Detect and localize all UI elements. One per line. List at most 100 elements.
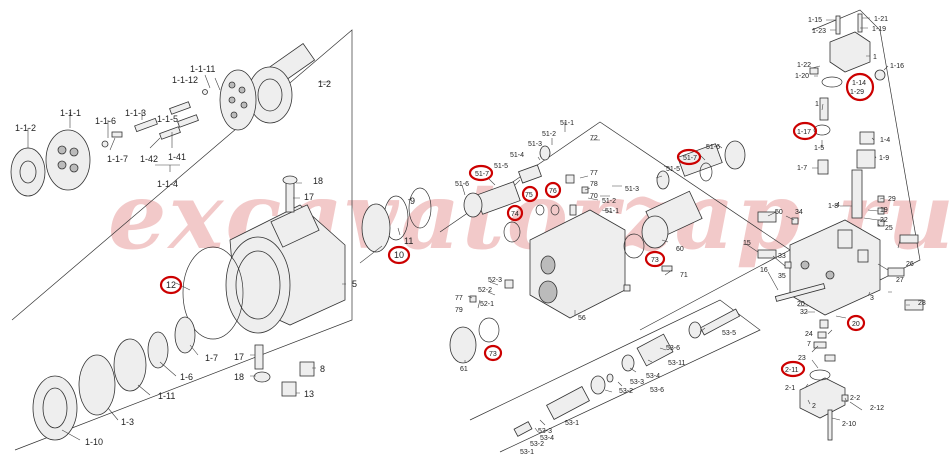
part-ring-10 — [361, 203, 391, 253]
part-oring-73b — [478, 317, 500, 343]
label-1-16: 1-16 — [890, 63, 904, 70]
label-51-4: 51-4 — [510, 152, 524, 159]
part-housing — [225, 204, 346, 334]
label-77-lower: 77 — [455, 295, 463, 302]
label-23: 23 — [798, 355, 806, 362]
label-51-3: 51-3 — [528, 141, 542, 148]
valve-group — [439, 121, 791, 453]
label-2-2: 2-2 — [850, 395, 860, 402]
label-12: 12 — [166, 280, 176, 290]
label-73-lower: 73 — [489, 351, 497, 358]
label-1-7-right: 1-7 — [797, 165, 807, 172]
lower-frame — [469, 299, 761, 453]
label-51-6-left: 51-6 — [455, 181, 469, 188]
label-1-1-5: 1-1-5 — [157, 114, 178, 124]
label-51-3-right: 51-3 — [625, 186, 639, 193]
label-50: 50 — [775, 209, 783, 216]
label-53-2-lower: 53-2 — [530, 441, 544, 448]
label-71: 71 — [680, 272, 688, 279]
part-washer — [101, 140, 109, 148]
highlight-51-7-left — [468, 164, 494, 182]
label-8: 8 — [320, 364, 325, 374]
part-spring — [111, 131, 123, 138]
part-spring-1-7 — [817, 159, 829, 175]
part-regulator-top — [809, 13, 886, 88]
part-shaft — [247, 43, 316, 124]
label-1-1-6: 1-1-6 — [95, 116, 116, 126]
label-51-7-left: 51-7 — [475, 171, 489, 178]
label-9: 9 — [410, 196, 415, 206]
label-1-9: 1-9 — [879, 155, 889, 162]
label-56: 56 — [578, 315, 586, 322]
label-1-22: 1-22 — [797, 62, 811, 69]
label-3: 3 — [870, 295, 874, 302]
label-1-3: 1-3 — [121, 417, 134, 427]
label-34: 34 — [795, 209, 803, 216]
label-53-6: 53-6 — [666, 345, 680, 352]
label-53-2: 53-2 — [619, 388, 633, 395]
label-10: 10 — [394, 250, 404, 260]
label-32: 32 — [800, 309, 808, 316]
part-28 — [904, 299, 924, 311]
label-78: 78 — [590, 181, 598, 188]
part-18-bottom — [253, 371, 271, 383]
motor-group — [10, 29, 432, 451]
label-2-11: 2-11 — [785, 367, 799, 374]
label-19: 19 — [880, 207, 888, 214]
part-relief-valve-left — [463, 145, 551, 218]
part-cover-2-1 — [799, 369, 849, 441]
label-53-1-lower: 53-1 — [520, 449, 534, 456]
label-53-3-lower: 53-3 — [538, 428, 552, 435]
label-51-2: 51-2 — [542, 131, 556, 138]
label-51-6-right: 51-6 — [706, 144, 720, 151]
part-cap-61 — [449, 326, 477, 364]
part-1-6 — [147, 331, 169, 369]
label-1-15: 1-15 — [808, 17, 822, 24]
label-17-top: 17 — [304, 192, 314, 202]
label-25: 25 — [885, 225, 893, 232]
label-1-1-4: 1-1-4 — [157, 179, 178, 189]
label-1-14: 1-14 — [852, 80, 866, 87]
label-1-11: 1-11 — [158, 391, 175, 401]
label-1-1-3: 1-1-3 — [125, 108, 146, 118]
label-16: 16 — [760, 267, 768, 274]
label-53-6-lower: 53-6 — [650, 387, 664, 394]
part-spool — [513, 308, 741, 437]
highlight-51-7-right — [676, 148, 702, 166]
label-1-1-11: 1-1-11 — [190, 64, 215, 74]
label-1-mid: 1 — [815, 101, 819, 108]
label-4: 4 — [836, 202, 840, 209]
label-18-bottom: 18 — [234, 372, 244, 382]
part-piston-1 — [819, 97, 829, 121]
label-73: 73 — [651, 257, 659, 264]
highlight-20 — [846, 314, 866, 332]
highlight-12 — [159, 275, 183, 295]
label-51-1: 51-1 — [560, 120, 574, 127]
part-8 — [299, 361, 315, 377]
label-70: 70 — [590, 193, 598, 200]
label-18-top: 18 — [313, 176, 323, 186]
part-spring-1-9 — [856, 149, 876, 169]
label-77: 77 — [590, 170, 598, 177]
label-2-12: 2-12 — [870, 405, 884, 412]
label-60: 60 — [676, 246, 684, 253]
highlight-74 — [506, 204, 524, 222]
label-1-10: 1-10 — [85, 437, 103, 447]
label-52-2: 52-2 — [478, 287, 492, 294]
part-oring-74 — [503, 221, 521, 243]
label-7: 7 — [807, 341, 811, 348]
part-1-11 — [113, 338, 147, 392]
label-1-1-12: 1-1-12 — [172, 75, 198, 85]
part-25 — [899, 234, 919, 244]
highlight-73-lower — [483, 344, 503, 362]
label-26: 26 — [906, 261, 914, 268]
label-2-1: 2-1 — [785, 385, 795, 392]
highlight-75 — [521, 185, 539, 203]
highlight-2-11 — [780, 360, 806, 378]
label-52-3: 52-3 — [488, 277, 502, 284]
label-11: 11 — [404, 236, 413, 246]
left-frame — [11, 29, 353, 451]
part-17-bottom — [254, 344, 264, 370]
